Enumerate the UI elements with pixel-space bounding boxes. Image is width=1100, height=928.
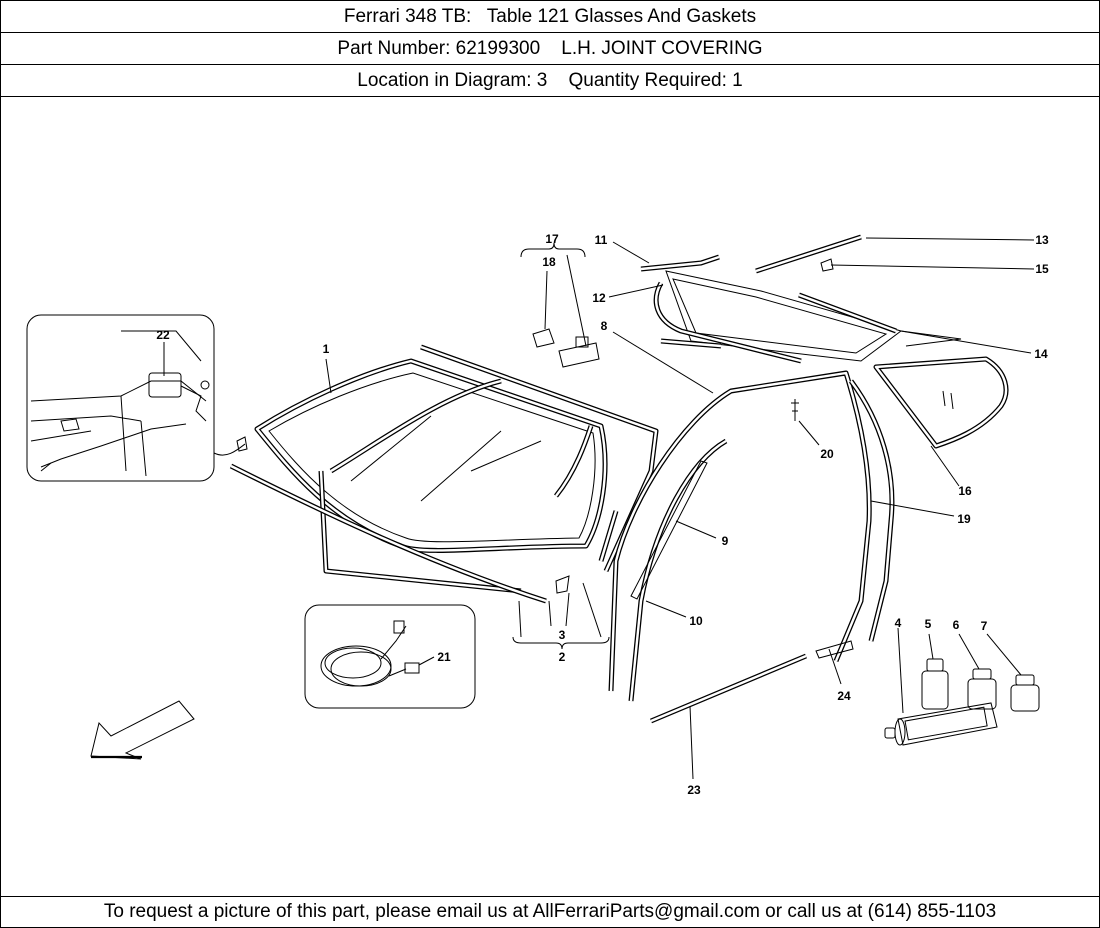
side-window-16: 16 [873,356,1009,498]
callout-7: 7 [981,619,988,633]
callout-19: 19 [957,512,971,526]
callout-6: 6 [953,618,960,632]
windshield-1: 1 [254,342,608,553]
callout-24: 24 [837,689,851,703]
inset-21: 21 [304,604,476,709]
exploded-diagram: 22 1 [26,232,1049,797]
callout-1: 1 [323,342,330,356]
callout-10: 10 [689,614,703,628]
callout-4: 4 [895,616,902,630]
callout-15: 15 [1035,262,1049,276]
callout-12: 12 [592,291,606,305]
door-gaskets: 8 19 9 10 23 24 [598,319,971,797]
callout-20: 20 [820,447,834,461]
rear-window-assembly: 11 12 13 15 14 [592,233,1049,364]
callout-9: 9 [722,534,729,548]
callout-2: 2 [559,650,566,664]
callout-17: 17 [545,232,559,246]
callout-13: 13 [1035,233,1049,247]
callout-14: 14 [1034,347,1048,361]
callout-5: 5 [925,617,932,631]
callout-22: 22 [156,328,170,342]
page-title: Ferrari 348 TB: Table 121 Glasses And Ga… [1,1,1099,33]
mirror-17-18: 17 18 [520,232,600,368]
clip-20: 20 [791,399,834,461]
callout-23: 23 [687,783,701,797]
callout-8: 8 [601,319,608,333]
parts-diagram: 22 1 [1,97,1099,897]
frame-gaskets-2-3: 3 2 [229,344,659,664]
callout-3: 3 [559,628,566,642]
contact-footer: To request a picture of this part, pleas… [1,896,1099,927]
callout-16: 16 [958,484,972,498]
callout-21: 21 [437,650,451,664]
location-line: Location in Diagram: 3 Quantity Required… [1,65,1099,97]
callout-11: 11 [595,233,608,247]
inset-22: 22 [26,314,246,482]
callout-18: 18 [542,255,556,269]
direction-arrow [90,700,195,760]
sealant-products: BETASEAL 4 5 6 7 [884,616,1040,746]
part-number-line: Part Number: 62199300 L.H. JOINT COVERIN… [1,33,1099,65]
